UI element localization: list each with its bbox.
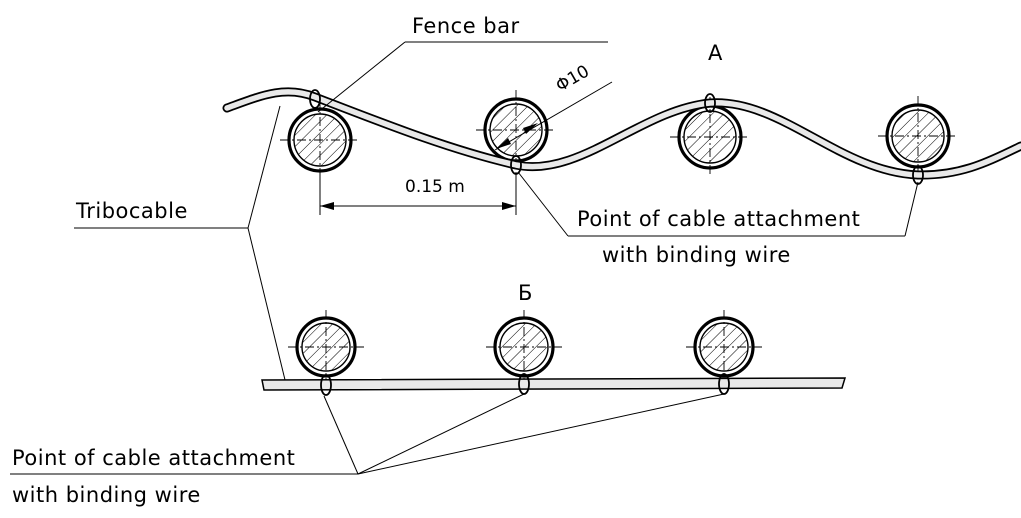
- attachment-b-line2: with binding wire: [12, 483, 201, 507]
- view-a-label: A: [708, 41, 723, 65]
- fence-bar-a1: [280, 100, 360, 180]
- attachment-b-line1: Point of cable attachment: [12, 446, 295, 470]
- attachment-a-line2: with binding wire: [602, 243, 791, 267]
- fence-bar-b2: [486, 310, 562, 385]
- fence-bar-a4: [878, 96, 958, 176]
- fence-bar-b3: [686, 310, 762, 385]
- binding-loop-a3: [704, 93, 716, 113]
- diameter-label: Φ10: [553, 62, 593, 97]
- tribocable-b: [261, 377, 847, 391]
- spacing-dimension: 0.15 m: [319, 172, 517, 215]
- fence-bar-leader: Fence bar: [317, 14, 608, 113]
- binding-loop-a1: [309, 89, 321, 109]
- tribocable-label: Tribocable: [75, 199, 188, 223]
- attachment-leader-a: Point of cable attachment with binding w…: [517, 171, 919, 267]
- view-b-label: Б: [518, 281, 533, 305]
- tribocable-a: [222, 87, 1021, 180]
- spacing-label: 0.15 m: [405, 177, 465, 197]
- binding-loop-b1: [320, 374, 332, 396]
- view-a: A: [222, 14, 1021, 267]
- fence-bar-b1: [288, 310, 364, 385]
- view-b: Б: [10, 281, 847, 507]
- fence-bar-label: Fence bar: [412, 14, 520, 38]
- attachment-leader-b: Point of cable attachment with binding w…: [10, 393, 725, 507]
- fence-bar-a3: [670, 97, 750, 177]
- tribocable-leader: Tribocable: [74, 105, 287, 385]
- attachment-a-line1: Point of cable attachment: [577, 207, 860, 231]
